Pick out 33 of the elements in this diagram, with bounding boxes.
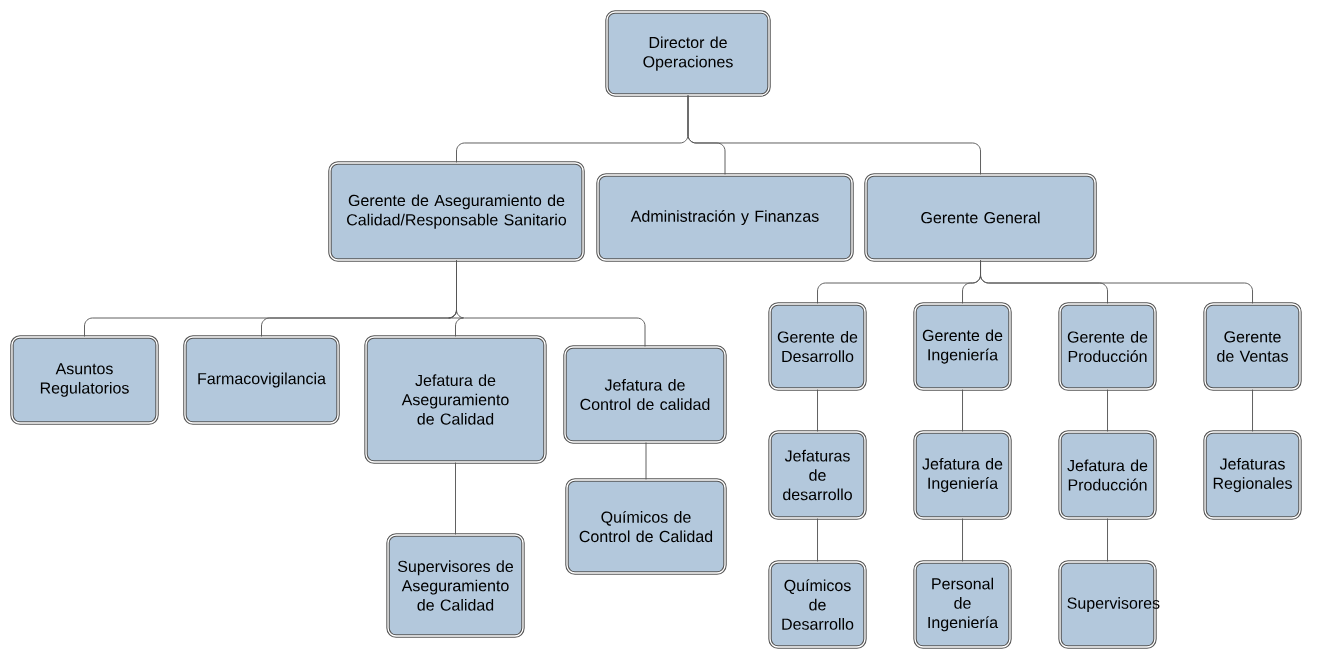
org-box: Supervisores de Aseguramiento de Calidad	[386, 533, 525, 638]
connector-line	[455, 462, 456, 535]
connector-line	[962, 518, 963, 562]
org-box: Jefatura de Producción	[1058, 430, 1157, 520]
org-box: Gerente de Producción	[1058, 302, 1157, 391]
org-box: Personal de Ingeniería	[913, 560, 1012, 649]
org-box: Jefatura de Control de calidad	[563, 345, 727, 444]
org-box: Asuntos Regulatorios	[10, 335, 159, 425]
connector-line	[817, 389, 818, 432]
connector-line	[817, 518, 818, 562]
org-box: Director de Operaciones	[605, 10, 771, 97]
connector-line	[687, 95, 981, 175]
org-box: Gerente General	[864, 173, 1097, 262]
connector-line	[1107, 518, 1108, 562]
org-box: Supervisores	[1058, 560, 1160, 649]
org-box: Farmacovigilancia	[183, 335, 340, 425]
connector-line	[980, 260, 1253, 304]
org-box: Administración y Finanzas	[596, 173, 854, 262]
org-box: Gerente de Ventas	[1203, 302, 1302, 391]
connector-line	[645, 442, 647, 480]
org-box: Jefatura de Aseguramiento de Calidad	[364, 335, 547, 464]
org-box: Jefaturas de desarrollo	[768, 430, 867, 520]
org-box: Gerente de Aseguramiento de Calidad/Responsable Sanitario	[328, 161, 585, 262]
org-box: Jefatura de Ingeniería	[913, 430, 1012, 520]
connector-line	[962, 389, 963, 432]
org-box: Gerente de Desarrollo	[768, 302, 867, 391]
org-box: Químicos de Desarrollo	[768, 560, 867, 649]
connector-line	[1252, 389, 1253, 432]
connector-line	[456, 260, 646, 347]
org-box: Jefaturas Regionales	[1203, 430, 1302, 520]
org-box: Gerente de Ingeniería	[913, 302, 1012, 391]
connector-line	[1107, 389, 1108, 432]
org-box: Químicos de Control de Calidad	[565, 478, 727, 575]
